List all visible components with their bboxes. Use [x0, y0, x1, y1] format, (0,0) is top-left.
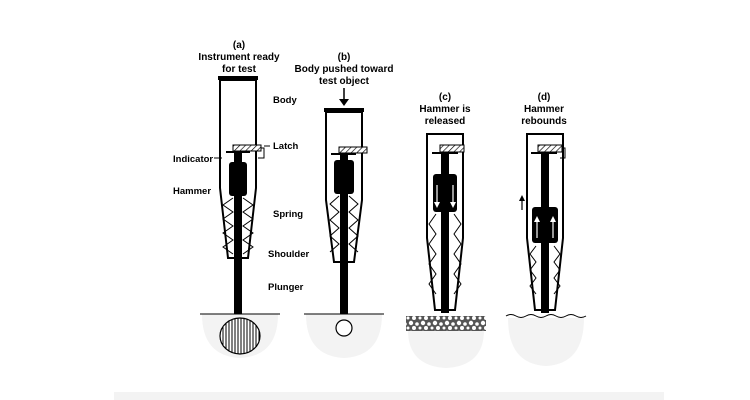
panel-c-ground	[406, 316, 486, 368]
panel-c-caption-line1: Hammer is	[419, 104, 471, 115]
panel-b-letter: (b)	[338, 52, 351, 63]
label-shoulder: Shoulder	[268, 249, 309, 260]
panel-c-letter: (c)	[439, 92, 451, 103]
panel-b-caption-line2: test object	[319, 76, 370, 87]
panel-b-caption: (b) Body pushed toward test object	[295, 52, 394, 87]
panel-a-aggregate	[219, 317, 261, 355]
panel-a-caption: (a) Instrument ready for test	[198, 40, 280, 75]
panel-c-caption: (c) Hammer is released	[419, 92, 471, 127]
panel-d-indicator-arrow	[519, 195, 525, 210]
panel-d-ground	[505, 314, 587, 366]
label-spring: Spring	[273, 209, 303, 220]
panel-b-instrument	[324, 108, 368, 314]
panel-a-caption-line1: Instrument ready	[198, 52, 280, 63]
panel-c-gravel-surface	[406, 316, 486, 331]
panel-d-wavy-surface	[505, 314, 587, 318]
footer-bar	[114, 392, 664, 400]
panel-a-caption-line2: for test	[222, 64, 257, 75]
label-latch: Latch	[273, 141, 299, 152]
label-body: Body	[273, 95, 297, 106]
panel-b-caption-line1: Body pushed toward	[295, 64, 394, 75]
label-hammer: Hammer	[173, 186, 211, 197]
label-indicator: Indicator	[173, 154, 213, 165]
panel-c-caption-line2: released	[425, 116, 466, 127]
panel-a-ground	[200, 313, 280, 358]
panel-b-ground	[304, 313, 384, 358]
panel-d-letter: (d)	[538, 92, 551, 103]
panel-d-caption-line2: rebounds	[521, 116, 567, 127]
panel-b-push-arrow	[339, 88, 349, 106]
panel-a-letter: (a)	[233, 40, 245, 51]
panel-d-caption-line1: Hammer	[524, 104, 564, 115]
label-plunger: Plunger	[268, 282, 304, 293]
part-labels: Body Latch Indicator Hammer Spring Shoul…	[173, 95, 309, 293]
panel-a-instrument	[214, 76, 265, 314]
panel-c-instrument	[426, 133, 465, 313]
panel-d-caption: (d) Hammer rebounds	[521, 92, 567, 127]
panel-b-void	[335, 319, 353, 337]
panel-d-instrument	[526, 133, 566, 313]
